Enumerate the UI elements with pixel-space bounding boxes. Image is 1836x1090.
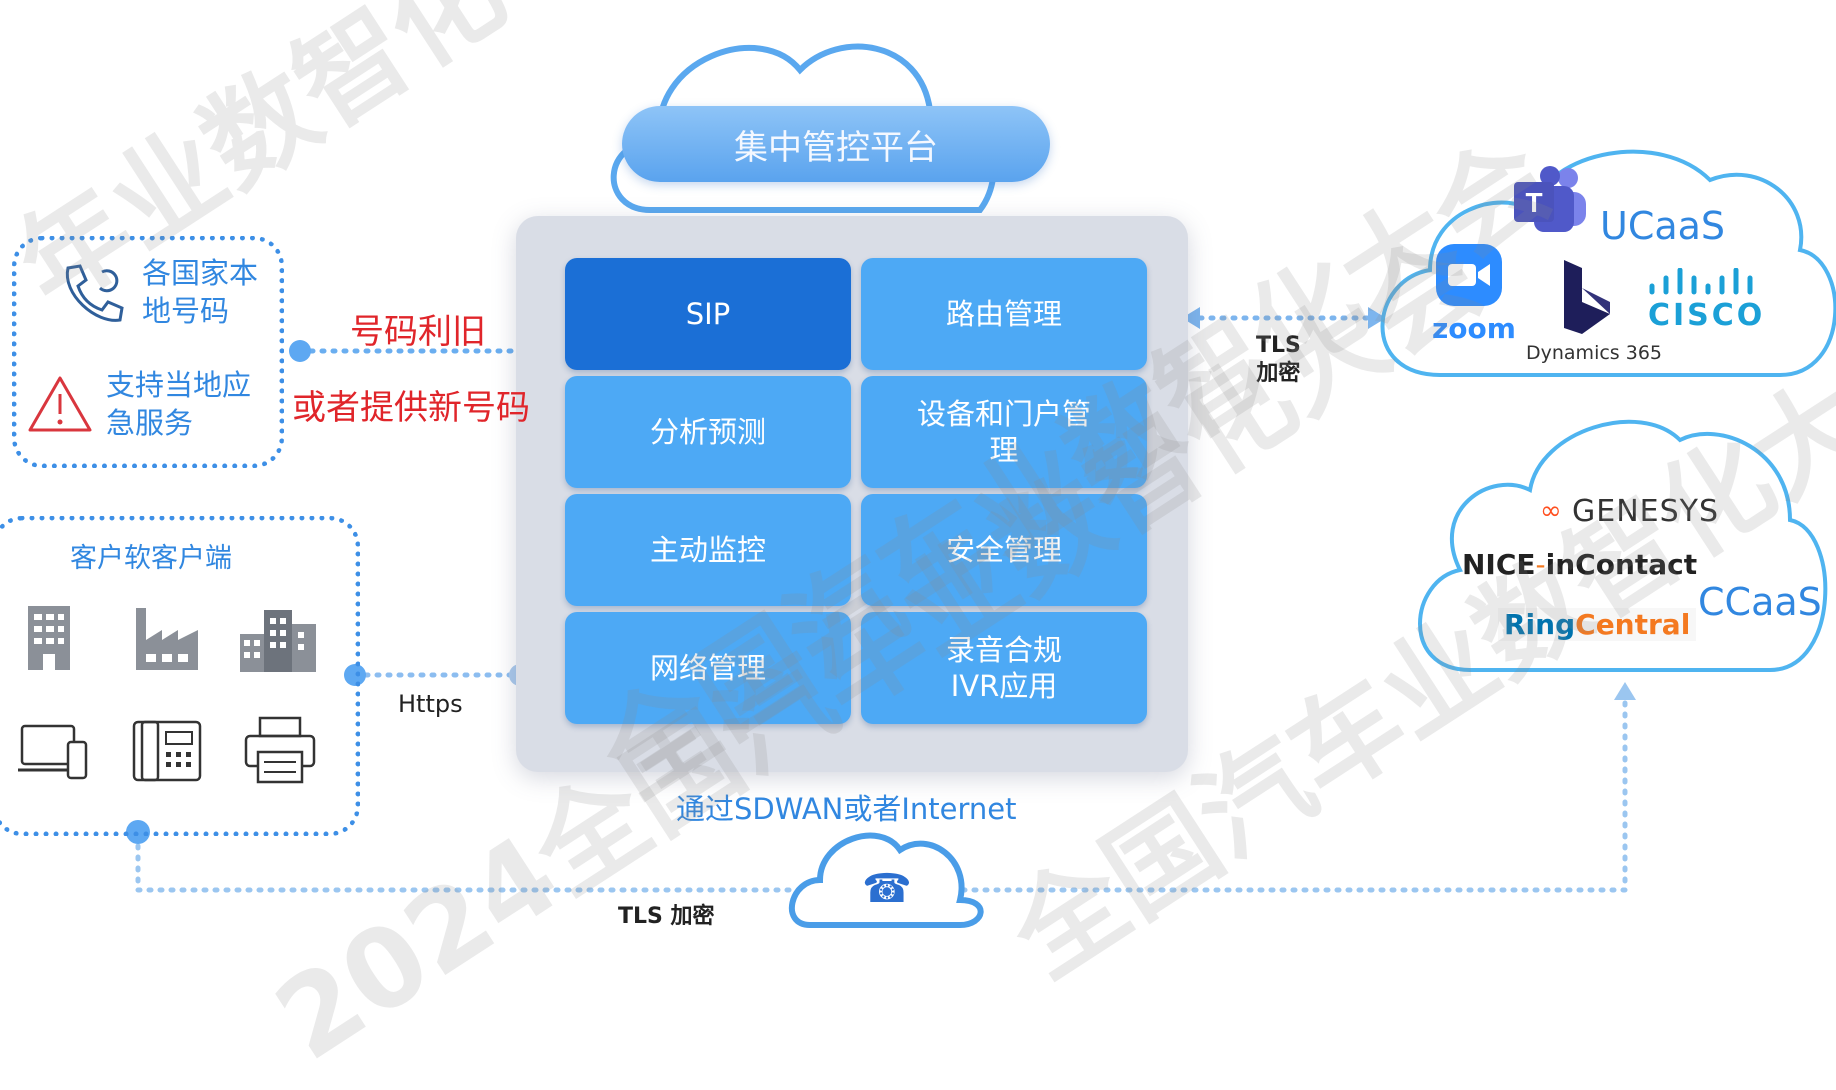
- new-number-text: 或者提供新号码: [292, 388, 530, 428]
- tile-security[interactable]: 安全管理: [861, 494, 1147, 606]
- central-text: Central: [1575, 608, 1691, 641]
- tile-monitoring[interactable]: 主动监控: [565, 494, 851, 606]
- ucaas-label: UCaaS: [1600, 204, 1726, 248]
- platform-panel: SIP 路由管理 分析预测 设备和门户管 理 主动监控 安全管理 网络管理 录音…: [516, 216, 1188, 772]
- platform-title: 集中管控平台: [622, 106, 1050, 182]
- cisco-bars-icon: [1646, 267, 1762, 296]
- arrow-head: [1614, 682, 1636, 700]
- nice-incontact-logo: NICE-inContact: [1462, 548, 1697, 581]
- buildings-icon: [240, 610, 316, 672]
- tls-encrypt-right: TLS 加密: [1256, 333, 1301, 386]
- bottom-cloud: [789, 832, 984, 928]
- warning-icon: [26, 374, 94, 434]
- nice-text: NICE: [1462, 548, 1536, 581]
- svg-text:T: T: [1525, 187, 1542, 218]
- arrow-head: [1182, 307, 1200, 329]
- connector-dot: [289, 340, 311, 362]
- incontact-text: inContact: [1545, 548, 1698, 581]
- tile-analytics[interactable]: 分析预测: [565, 376, 851, 488]
- network-label: 通过SDWAN或者Internet: [676, 792, 1017, 826]
- ringcentral-logo: RingCentral: [1498, 608, 1697, 641]
- genesys-label: GENESYS: [1572, 494, 1720, 529]
- local-number-box: [12, 236, 284, 468]
- office-building-icon: [28, 606, 70, 670]
- genesys-icon: ∞: [1540, 496, 1562, 526]
- factory-icon: [134, 604, 200, 670]
- ccaas-cloud: [1418, 419, 1828, 672]
- laptop-mobile-icon: [18, 720, 90, 782]
- zoom-icon: [1436, 244, 1502, 306]
- phone-sync-icon: [56, 258, 126, 328]
- tile-recording-ivr[interactable]: 录音合规 IVR应用: [861, 612, 1147, 724]
- number-reuse-text: 号码利旧: [350, 312, 486, 352]
- ring-text: Ring: [1504, 608, 1576, 641]
- tls-encrypt-bottom: TLS 加密: [618, 904, 715, 929]
- dynamics-icon: [1560, 258, 1614, 336]
- client-box: [0, 516, 360, 836]
- tile-device-portal[interactable]: 设备和门户管 理: [861, 376, 1147, 488]
- desk-phone-icon: [132, 718, 202, 784]
- emergency-service-text: 支持当地应 急服务: [106, 368, 252, 440]
- ccaas-label: CCaaS: [1698, 580, 1822, 624]
- phone-icon: ☎: [862, 866, 912, 912]
- client-box-title: 客户软客户端: [70, 543, 232, 574]
- teams-icon: T: [1510, 166, 1590, 238]
- https-label: Https: [398, 690, 463, 718]
- ucaas-cloud: [1380, 149, 1836, 377]
- tile-network[interactable]: 网络管理: [565, 612, 851, 724]
- arrow-head: [1368, 307, 1386, 329]
- nice-dash: -: [1535, 548, 1546, 581]
- printer-icon: [244, 716, 316, 784]
- cisco-label: CISCO: [1648, 298, 1766, 333]
- local-numbers-text: 各国家本 地号码: [142, 256, 259, 328]
- zoom-label: zoom: [1432, 312, 1516, 345]
- dynamics-label: Dynamics 365: [1526, 342, 1662, 364]
- tile-sip[interactable]: SIP: [565, 258, 851, 370]
- tile-routing[interactable]: 路由管理: [861, 258, 1147, 370]
